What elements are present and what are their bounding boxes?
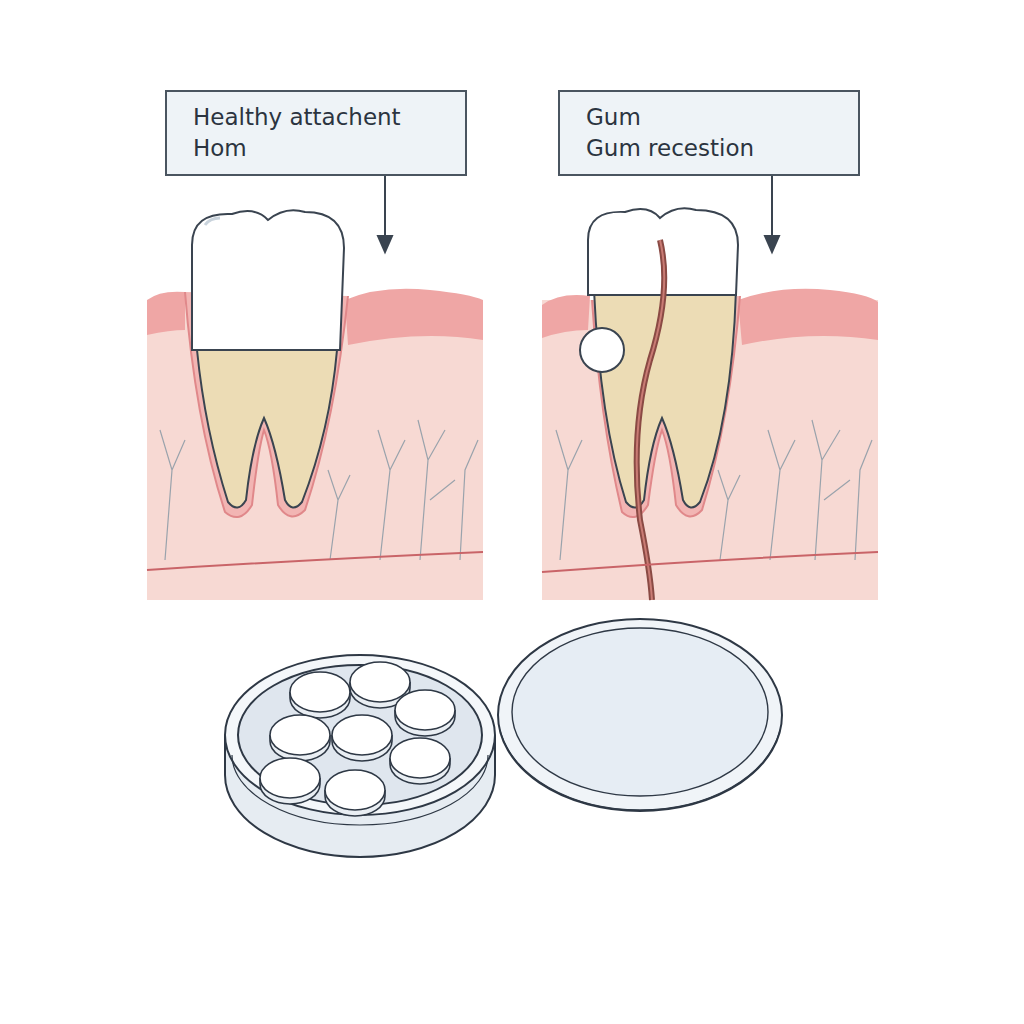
mint-tin (225, 619, 782, 857)
receded-tooth (542, 208, 878, 600)
callout-text: Gum recestion (586, 133, 842, 164)
callout-text: Hom (193, 133, 449, 164)
callout-text: Healthy attachent (193, 102, 449, 133)
callout-box: GumGum recestion (558, 90, 860, 176)
callout-box: Healthy attachentHom (165, 90, 467, 176)
healthy-tooth (147, 210, 483, 600)
mint (260, 758, 320, 798)
mint (325, 770, 385, 810)
mint (395, 690, 455, 730)
mint (290, 672, 350, 712)
mint (270, 715, 330, 755)
mint (332, 715, 392, 755)
callout-text: Gum (586, 102, 842, 133)
mint (350, 662, 410, 702)
mint (390, 738, 450, 778)
